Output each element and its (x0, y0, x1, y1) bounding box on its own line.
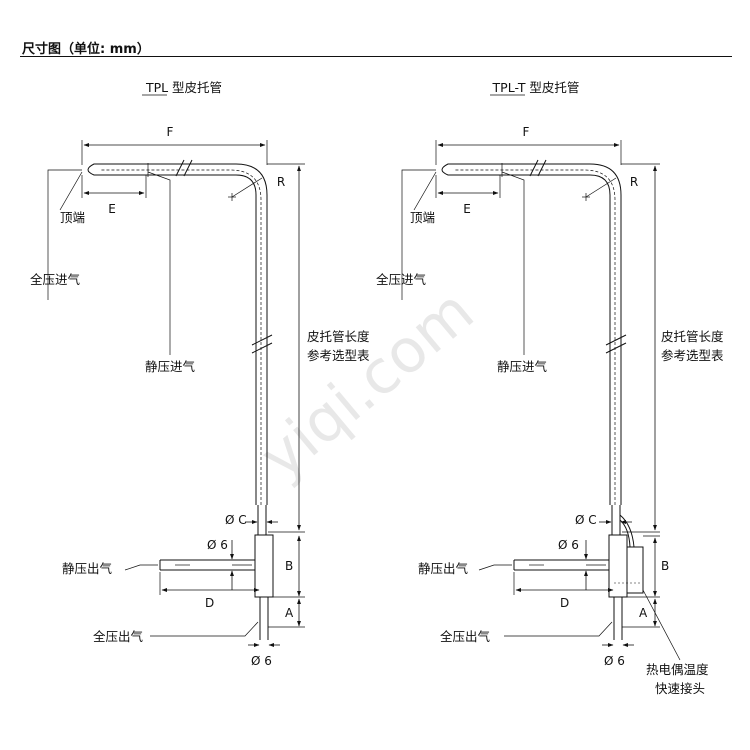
label-phi-6-bottom: Ø 6 (251, 654, 272, 668)
label-phi-6-bottom: Ø 6 (604, 654, 625, 668)
label-static-inlet: 静压进气 (497, 359, 548, 374)
label-f: F (523, 125, 530, 139)
label-thermocouple-1: 热电偶温度 (646, 662, 709, 677)
diagram-tpl (47, 140, 305, 647)
label-r: R (630, 175, 638, 189)
label-static-inlet: 静压进气 (145, 359, 196, 374)
header-divider (20, 56, 732, 57)
label-r: R (277, 175, 285, 189)
label-b: B (285, 559, 293, 573)
label-phi-c: Ø C (575, 513, 597, 527)
label-d: D (205, 596, 214, 610)
diagram-title-tpl: TPL 型皮托管 (145, 80, 222, 95)
label-tip: 顶端 (410, 210, 435, 225)
label-d: D (560, 596, 569, 610)
label-b: B (661, 559, 669, 573)
watermark: yiqi.com (247, 276, 487, 493)
label-f: F (167, 125, 174, 139)
label-length-note-1: 皮托管长度 (307, 329, 370, 344)
label-length-note-2: 参考选型表 (307, 348, 370, 363)
label-static-outlet: 静压出气 (62, 561, 113, 576)
label-total-outlet: 全压出气 (440, 629, 491, 644)
label-a: A (639, 606, 648, 620)
label-a: A (285, 606, 294, 620)
label-phi-6-side: Ø 6 (207, 538, 228, 552)
label-thermocouple-2: 快速接头 (655, 681, 705, 696)
label-total-inlet: 全压进气 (30, 272, 81, 287)
label-length-note-2: 参考选型表 (661, 348, 724, 363)
label-tip: 顶端 (60, 210, 85, 225)
page-title: 尺寸图（单位: mm） (22, 42, 150, 57)
label-phi-c: Ø C (225, 513, 247, 527)
diagram-title-tpl-t: TPL-T 型皮托管 (492, 80, 580, 95)
label-total-outlet: 全压出气 (93, 629, 144, 644)
label-e: E (463, 202, 471, 216)
diagram-tpl-t (401, 140, 681, 661)
label-total-inlet: 全压进气 (376, 272, 427, 287)
label-e: E (108, 202, 116, 216)
label-length-note-1: 皮托管长度 (661, 329, 724, 344)
label-static-outlet: 静压出气 (418, 561, 469, 576)
label-phi-6-side: Ø 6 (558, 538, 579, 552)
